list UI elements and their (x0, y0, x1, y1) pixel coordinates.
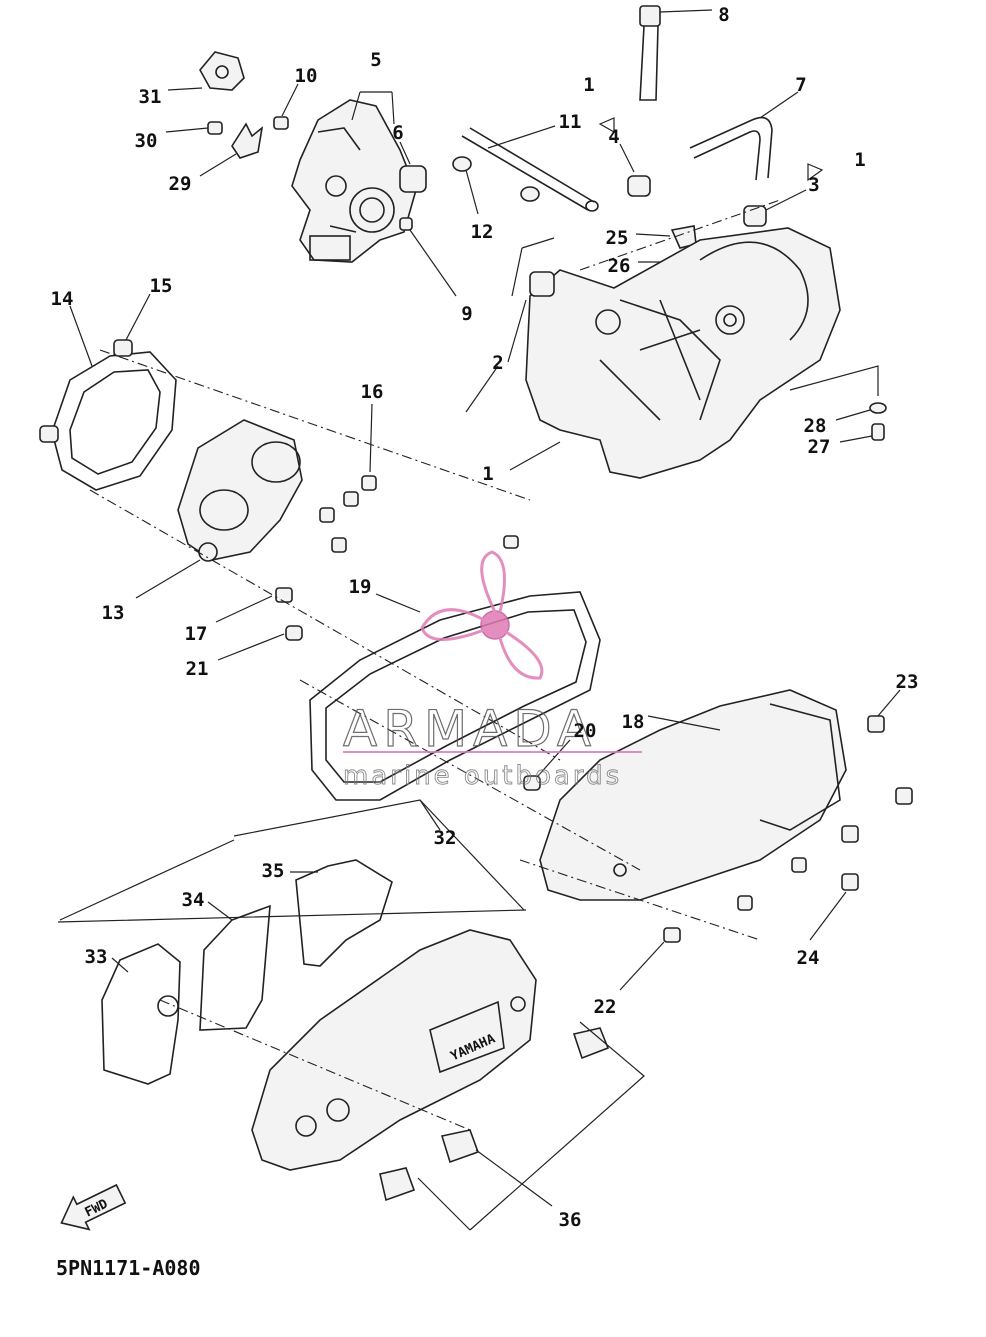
part-11-shaft (461, 125, 599, 212)
part-27-bolt (839, 423, 885, 443)
callout-c28: 28 (804, 415, 827, 437)
callout-c24: 24 (797, 947, 820, 969)
callout-c32: 32 (434, 827, 457, 849)
part-19-gasket (309, 535, 601, 801)
part-13-cover (135, 419, 303, 599)
callout-c30: 30 (135, 130, 158, 152)
callout-c19: 19 (349, 576, 372, 598)
callout-c26: 26 (608, 255, 631, 277)
part-6-bushing (399, 141, 427, 193)
part-1-crankcase (509, 227, 841, 479)
part-9-plug (399, 217, 457, 297)
callout-c25: 25 (606, 227, 629, 249)
callout-c5: 5 (370, 49, 381, 71)
callout-c21: 21 (186, 658, 209, 680)
drawing-code: 5PN1171-A080 (56, 1256, 201, 1280)
watermark-title: ARMADA (343, 700, 597, 758)
part-14-gasket (51, 305, 177, 491)
part-25-breather (635, 225, 697, 249)
washer-small (520, 186, 540, 202)
callout-c17: 17 (185, 623, 208, 645)
part-21-dowel (217, 625, 303, 661)
propeller-logo (420, 550, 544, 680)
part-35-plate (290, 859, 393, 967)
callout-c3: 3 (808, 174, 819, 196)
callout-c14: 14 (51, 288, 74, 310)
callout-c31: 31 (139, 86, 162, 108)
callout-c15: 15 (150, 275, 173, 297)
callout-c12: 12 (471, 221, 494, 243)
part-23-bolts (841, 689, 913, 843)
part-2-bushing (465, 237, 555, 413)
part-31-plate (167, 51, 245, 91)
callout-c33: 33 (85, 946, 108, 968)
callout-c27: 27 (808, 436, 831, 458)
part-30-screw (165, 121, 223, 135)
part-15-dowel (39, 293, 151, 443)
part-24-bolts (791, 857, 859, 941)
callout-c35: 35 (262, 860, 285, 882)
assembly-centerlines (89, 199, 781, 1131)
watermark-subtitle: marine outboards (343, 761, 622, 791)
callout-c7: 7 (795, 74, 806, 96)
callout-c29: 29 (169, 173, 192, 195)
callout-c1b: 1 (854, 149, 865, 171)
callout-c6: 6 (392, 122, 403, 144)
callout-c20: 20 (574, 720, 597, 742)
part-18-cover (539, 689, 847, 901)
part-36-plugs (379, 1021, 645, 1231)
part-12-washer (452, 156, 479, 215)
part-5-housing (291, 91, 417, 263)
part-32-bracket-lines (57, 799, 527, 923)
callout-c4: 4 (608, 126, 619, 148)
callout-c13: 13 (102, 602, 125, 624)
part-20-dowel (523, 739, 571, 791)
callout-c36: 36 (559, 1209, 582, 1231)
part-4-collar (598, 117, 651, 197)
callout-c11: 11 (559, 111, 582, 133)
part-16-bolts (319, 403, 377, 553)
callout-c1c: 1 (482, 463, 493, 485)
part-7-hose (689, 91, 799, 181)
callout-c23: 23 (896, 671, 919, 693)
callout-c22: 22 (594, 996, 617, 1018)
callout-c34: 34 (182, 889, 205, 911)
part-8-cable-tie (639, 5, 713, 101)
callout-c8: 8 (718, 4, 729, 26)
part-32-crankcase-cover: YAMAHA (251, 929, 537, 1171)
armada-watermark: ARMADA marine outboards (342, 550, 642, 791)
callout-c10: 10 (295, 65, 318, 87)
part-10-screw (273, 83, 299, 130)
callout-c2: 2 (492, 352, 503, 374)
part-22-bolt (619, 895, 753, 991)
callout-c18: 18 (622, 711, 645, 733)
part-29-bracket (199, 122, 264, 177)
callout-c1a: 1 (583, 74, 594, 96)
part-33-plate (101, 943, 181, 1085)
part-28-washer (789, 365, 887, 421)
part-17-bolt (215, 587, 293, 623)
part-3-collar (743, 163, 824, 227)
callout-c9: 9 (461, 303, 472, 325)
callout-c16: 16 (361, 381, 384, 403)
fwd-arrow: FWD (60, 1183, 127, 1231)
part-34-plate (199, 901, 271, 1031)
